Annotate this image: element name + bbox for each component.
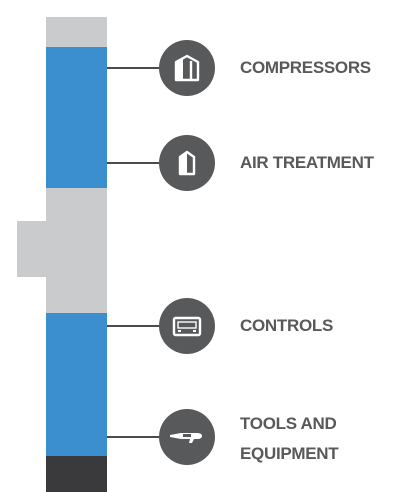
controls-icon (170, 309, 204, 343)
label-air-treatment: AIR TREATMENT (240, 153, 374, 172)
connector-air-treatment (107, 162, 163, 164)
bar-segment-compressors (46, 47, 107, 188)
bar-segment-top (46, 17, 107, 47)
item-tools-equipment[interactable] (159, 409, 215, 465)
air-tool-icon (167, 420, 207, 454)
compressor-icon (170, 51, 204, 85)
connector-compressors (107, 67, 163, 69)
bar-tee-junction (17, 221, 107, 277)
item-controls[interactable] (159, 298, 215, 354)
air-treatment-icon (170, 146, 204, 180)
label-compressors: COMPRESSORS (240, 58, 371, 77)
item-compressors[interactable] (159, 40, 215, 96)
item-air-treatment[interactable] (159, 135, 215, 191)
connector-tools (107, 436, 163, 438)
label-controls: CONTROLS (240, 316, 333, 335)
label-tools-line2: EQUIPMENT (240, 444, 339, 463)
label-tools-line1: TOOLS AND (240, 414, 337, 433)
bar-segment-bottom (46, 456, 107, 492)
connector-controls (107, 325, 163, 327)
bar-segment-distribution (46, 313, 107, 456)
